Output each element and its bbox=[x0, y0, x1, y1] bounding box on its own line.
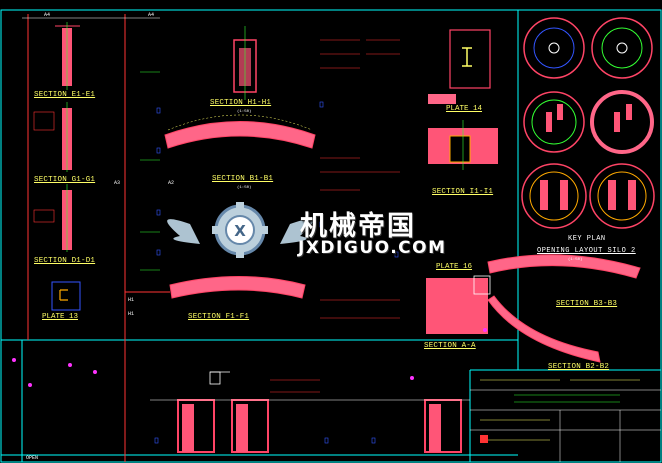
axis-label-a2: A2 bbox=[168, 180, 175, 186]
plate-14-label: PLATE 14 bbox=[446, 105, 483, 113]
key-plan-subtitle: OPENING LAYOUT SILO 2 bbox=[537, 247, 636, 255]
plate-13-label: PLATE 13 bbox=[42, 313, 79, 321]
section-aa-label: SECTION A-A bbox=[424, 342, 476, 350]
section-f1-arc bbox=[169, 276, 306, 299]
section-h1-label: SECTION H1-H1 bbox=[210, 99, 272, 107]
annotation-marks bbox=[12, 39, 487, 444]
axis-label-a4: A4 bbox=[44, 12, 51, 18]
section-f1-label: SECTION F1-F1 bbox=[188, 313, 250, 321]
h1-elevation bbox=[233, 26, 257, 100]
axis-lines bbox=[22, 14, 170, 462]
axis-label-h1: H1 bbox=[128, 297, 135, 303]
section-b2-label: SECTION B2-B2 bbox=[548, 363, 610, 371]
axis-label-a3: A3 bbox=[114, 180, 121, 186]
plate-16-label: PLATE 16 bbox=[436, 263, 473, 271]
section-b2-arc bbox=[487, 295, 601, 363]
section-e1-shape bbox=[55, 22, 80, 90]
title-block bbox=[470, 379, 661, 462]
key-plan-title: KEY PLAN bbox=[568, 235, 606, 243]
watermark-logo-icon: X bbox=[167, 202, 313, 258]
scale-note: (1:50) bbox=[237, 110, 252, 114]
corner-label: OPEN bbox=[26, 455, 39, 461]
section-i1-shape bbox=[428, 120, 498, 170]
section-b1-label: SECTION B1-B1 bbox=[212, 175, 274, 183]
axis-label-h1: H1 bbox=[128, 311, 135, 317]
section-b3-label: SECTION B3-B3 bbox=[556, 300, 618, 308]
section-d1-label: SECTION D1-D1 bbox=[34, 257, 96, 265]
section-e1-label: SECTION E1-E1 bbox=[34, 91, 96, 99]
scale-note: (1:50) bbox=[568, 258, 583, 262]
section-g1-shape bbox=[33, 102, 72, 172]
key-plan-openings bbox=[540, 104, 636, 210]
section-b1-arc bbox=[164, 114, 316, 149]
watermark-english: JXDIGUO.COM bbox=[298, 238, 447, 258]
svg-text:X: X bbox=[234, 222, 246, 240]
key-plan-circles bbox=[521, 17, 655, 229]
scale-note: (1:50) bbox=[237, 186, 252, 190]
drawing-frame bbox=[0, 9, 662, 463]
section-b3-arc bbox=[487, 254, 641, 279]
bottom-profiles bbox=[150, 371, 470, 453]
plate-13-shape bbox=[51, 281, 81, 311]
section-i1-label: SECTION I1-I1 bbox=[432, 188, 494, 196]
plate-16-shape bbox=[426, 275, 491, 334]
plate-14-shape bbox=[428, 29, 491, 104]
section-g1-label: SECTION G1-G1 bbox=[34, 176, 96, 184]
watermark-chinese: 机械帝国 bbox=[300, 211, 416, 242]
section-d1-shape bbox=[33, 184, 72, 252]
axis-label-a4: A4 bbox=[148, 12, 155, 18]
